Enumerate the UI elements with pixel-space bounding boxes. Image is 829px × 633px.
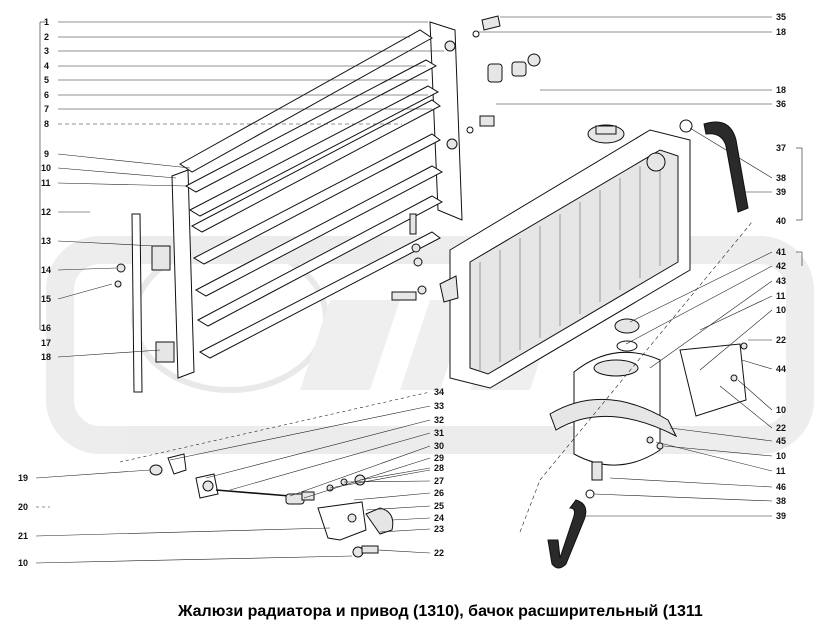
label-39-bottom: 39	[776, 511, 786, 521]
label-17: 17	[41, 338, 51, 348]
label-1: 1	[44, 17, 49, 27]
expansion-tank	[549, 318, 748, 499]
label-10-r3: 10	[776, 451, 786, 461]
label-30: 30	[434, 441, 444, 451]
label-24: 24	[434, 513, 444, 523]
label-19: 19	[18, 473, 28, 483]
label-36: 36	[776, 99, 786, 109]
label-10-r: 10	[776, 305, 786, 315]
label-22-r: 22	[776, 335, 786, 345]
label-10-r2: 10	[776, 405, 786, 415]
label-11-r2: 11	[776, 466, 786, 476]
label-38-top: 38	[776, 173, 786, 183]
label-23: 23	[434, 524, 444, 534]
leader-lines	[35, 16, 803, 564]
label-35: 35	[776, 12, 786, 22]
label-41: 41	[776, 247, 786, 257]
label-15: 15	[41, 294, 51, 304]
label-43: 43	[776, 276, 786, 286]
label-22-c: 22	[434, 548, 444, 558]
label-12: 12	[41, 207, 51, 217]
label-40: 40	[776, 216, 786, 226]
part-number-labels: 1 2 3 4 5 6 7 8 9 10 11 12 13 14 15 16 1…	[18, 12, 786, 568]
label-26: 26	[434, 488, 444, 498]
label-29: 29	[434, 453, 444, 463]
lower-hose	[547, 499, 587, 569]
label-20: 20	[18, 502, 28, 512]
shutter-slats	[179, 29, 444, 359]
label-11: 11	[41, 178, 51, 188]
shutter-control-drive	[149, 453, 394, 558]
label-18-top: 18	[776, 27, 786, 37]
label-8: 8	[44, 119, 49, 129]
label-46: 46	[776, 482, 786, 492]
label-28: 28	[434, 463, 444, 473]
label-16: 16	[41, 323, 51, 333]
label-34: 34	[434, 387, 444, 397]
radiator-shutter-assembly	[114, 15, 541, 393]
label-4: 4	[44, 61, 49, 71]
label-7: 7	[44, 104, 49, 114]
label-6: 6	[44, 90, 49, 100]
label-18-mid: 18	[776, 85, 786, 95]
label-37: 37	[776, 143, 786, 153]
label-10: 10	[41, 163, 51, 173]
label-14: 14	[41, 265, 51, 275]
label-9: 9	[44, 149, 49, 159]
label-39-top: 39	[776, 187, 786, 197]
label-18: 18	[41, 352, 51, 362]
label-31: 31	[434, 428, 444, 438]
label-3: 3	[44, 46, 49, 56]
label-32: 32	[434, 415, 444, 425]
label-21: 21	[18, 531, 28, 541]
label-42: 42	[776, 261, 786, 271]
label-25: 25	[434, 501, 444, 511]
label-38-bottom: 38	[776, 496, 786, 506]
upper-hose	[703, 121, 749, 213]
diagram-title: Жалюзи радиатора и привод (1310), бачок …	[177, 603, 703, 620]
label-22-r2: 22	[776, 423, 786, 433]
label-44: 44	[776, 364, 786, 374]
label-45: 45	[776, 436, 786, 446]
label-13: 13	[41, 236, 51, 246]
label-27: 27	[434, 476, 444, 486]
label-11-r: 11	[776, 291, 786, 301]
label-33: 33	[434, 401, 444, 411]
label-10-bottom: 10	[18, 558, 28, 568]
radiator	[439, 119, 693, 389]
label-5: 5	[44, 75, 49, 85]
label-2: 2	[44, 32, 49, 42]
